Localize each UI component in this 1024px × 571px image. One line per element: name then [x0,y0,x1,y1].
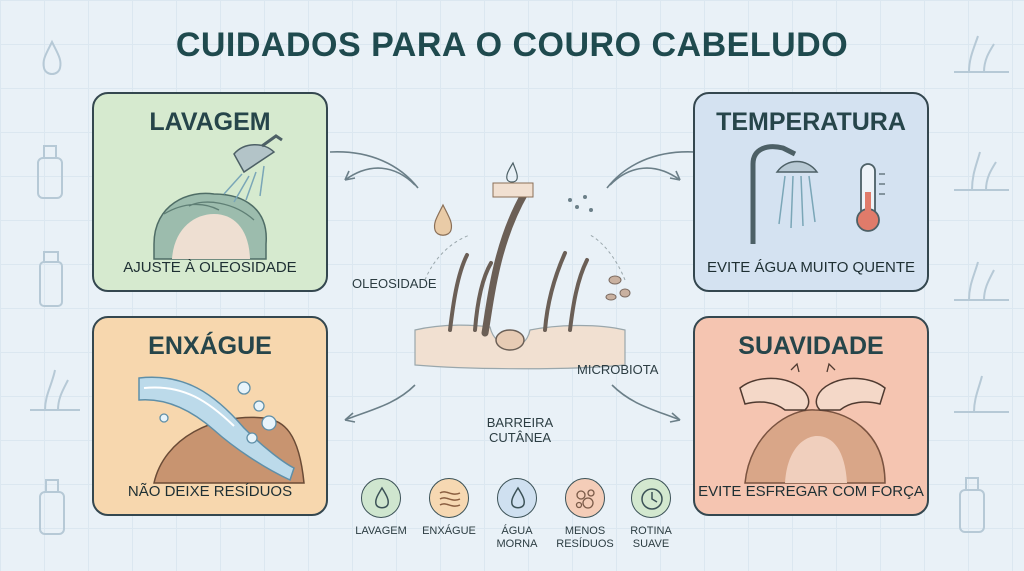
label-barreira-line2: CUTÂNEA [488,430,552,445]
legend-item: LAVAGEM [346,478,416,538]
card-lavagem: LAVAGEM AJUSTE À OLEOSIDADE [92,92,328,292]
shower-hair-illustration [153,134,283,260]
left-decorations [30,39,80,535]
legend-label: ENXÁGUE [414,525,484,538]
card-title: LAVAGEM [149,108,271,136]
gentle-massage-illustration [739,362,886,484]
card-suavidade: SUAVIDADE EVITE ESFREGAR COM FORÇA [693,316,929,516]
legend-label-line1: MENOS [564,525,606,537]
card-caption: NÃO DEIXE RESÍDUOS [127,483,293,500]
clock-icon [631,478,671,518]
card-caption: EVITE ESFREGAR COM FORÇA [698,483,924,500]
card-caption: AJUSTE À OLEOSIDADE [123,259,297,276]
waves-icon [429,478,469,518]
legend-label-line2: MORNA [496,538,538,550]
card-title: TEMPERATURA [716,108,906,136]
card-caption: EVITE ÁGUA MUITO QUENTE [706,259,916,276]
legend-label-line2: RESÍDUOS [556,538,614,550]
legend-label: LAVAGEM [346,525,416,538]
legend-label-line1: ROTINA [630,525,672,537]
label-barreira-line1: BARREIRA [486,415,554,430]
drop-icon [497,478,537,518]
bubbles-icon [565,478,605,518]
rinse-illustration [138,376,305,484]
drop-icon [361,478,401,518]
legend-label-line1: ÁGUA [501,525,533,537]
label-barreira: BARREIRA CUTÂNEA [470,415,570,445]
page-title: CUIDADOS PARA O COURO CABELUDO [175,26,849,64]
card-enxague: ENXÁGUE NÃO DEIXE RESÍDUOS [92,316,328,516]
shower-thermometer-illustration [750,144,885,244]
card-temperatura: TEMPERATURA EVITE ÁGUA MUITO QUENTE [693,92,929,292]
legend-item: ENXÁGUE [414,478,484,538]
label-oleosidade: OLEOSIDADE [352,276,437,291]
legend-label-line1: LAVAGEM [355,525,407,537]
scalp-diagram [414,161,631,370]
card-title: ENXÁGUE [148,332,272,360]
legend-label-line2: SUAVE [632,538,670,550]
legend-label-line1: ENXÁGUE [422,525,476,537]
right-decorations [954,35,1009,533]
label-microbiota: MICROBIOTA [577,362,659,377]
card-title: SUAVIDADE [738,332,884,360]
